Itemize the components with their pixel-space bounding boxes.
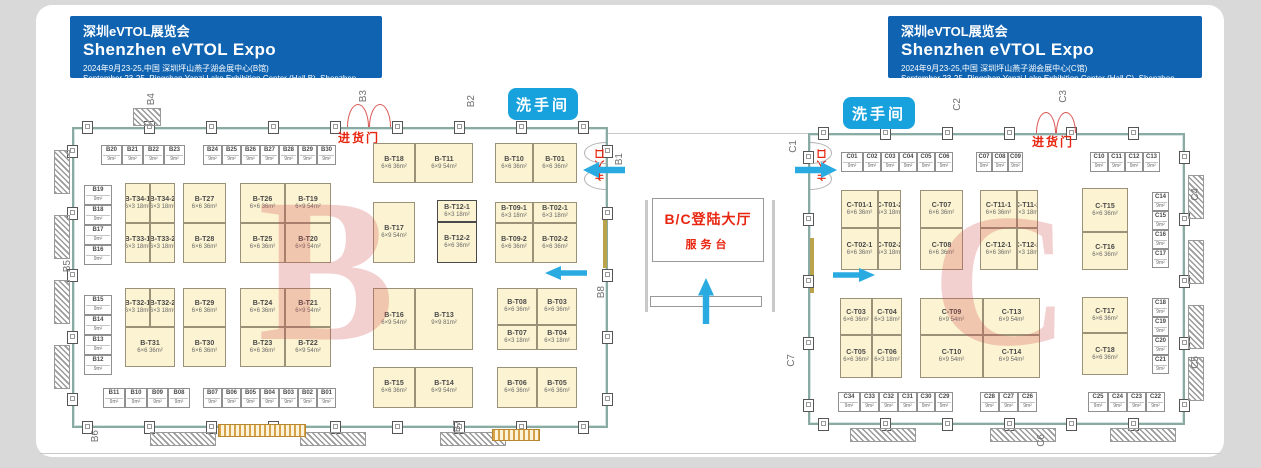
hall-b-title-en: Shenzhen eVTOL Expo bbox=[83, 40, 277, 60]
lobby-box: B/C登陆大厅 服务台 bbox=[652, 198, 764, 262]
hall-b-date-cn: 2024年9月23-25,中国 深圳坪山燕子湖会展中心(B馆) bbox=[83, 63, 269, 73]
hall-b-title-cn: 深圳eVTOL展览会 bbox=[83, 24, 190, 39]
hall-b-header: 深圳eVTOL展览会 Shenzhen eVTOL Expo 2024年9月23… bbox=[70, 16, 382, 93]
hall-c-wall bbox=[808, 133, 1185, 425]
hall-c-date-cn: 2024年9月23-25,中国 深圳坪山燕子湖会展中心(C馆) bbox=[901, 63, 1088, 73]
building-bottom-edge bbox=[40, 453, 1220, 454]
restroom-sign-hall-c: 洗手间 bbox=[843, 97, 915, 129]
goods-door-label-hall-b: 进货门 bbox=[338, 131, 381, 145]
hall-b-date-en: September 23-25, Pingshan Yanzi Lake Exh… bbox=[83, 74, 359, 94]
hall-c-wall-strip bbox=[810, 238, 814, 293]
lobby-counter-bar bbox=[650, 296, 762, 307]
hall-c-header: 深圳eVTOL展览会 Shenzhen eVTOL Expo 2024年9月23… bbox=[888, 16, 1202, 93]
hall-c-date-en: September 23-25, Pingshan Yanzi Lake Exh… bbox=[901, 74, 1177, 94]
lobby-top-edge bbox=[608, 133, 808, 134]
lobby-left-wall bbox=[645, 200, 648, 312]
goods-door-label-hall-c: 进货门 bbox=[1032, 135, 1075, 149]
lobby-right-wall bbox=[772, 200, 775, 312]
hall-b-wall bbox=[72, 127, 608, 428]
hall-b-wall-strip bbox=[603, 218, 607, 268]
hall-c-title-cn: 深圳eVTOL展览会 bbox=[901, 24, 1008, 39]
service-desk-label: 服务台 bbox=[685, 238, 731, 251]
hall-c-title-en: Shenzhen eVTOL Expo bbox=[901, 40, 1095, 60]
lobby-title: B/C登陆大厅 bbox=[664, 210, 752, 227]
restroom-sign-hall-b: 洗手间 bbox=[508, 88, 578, 120]
